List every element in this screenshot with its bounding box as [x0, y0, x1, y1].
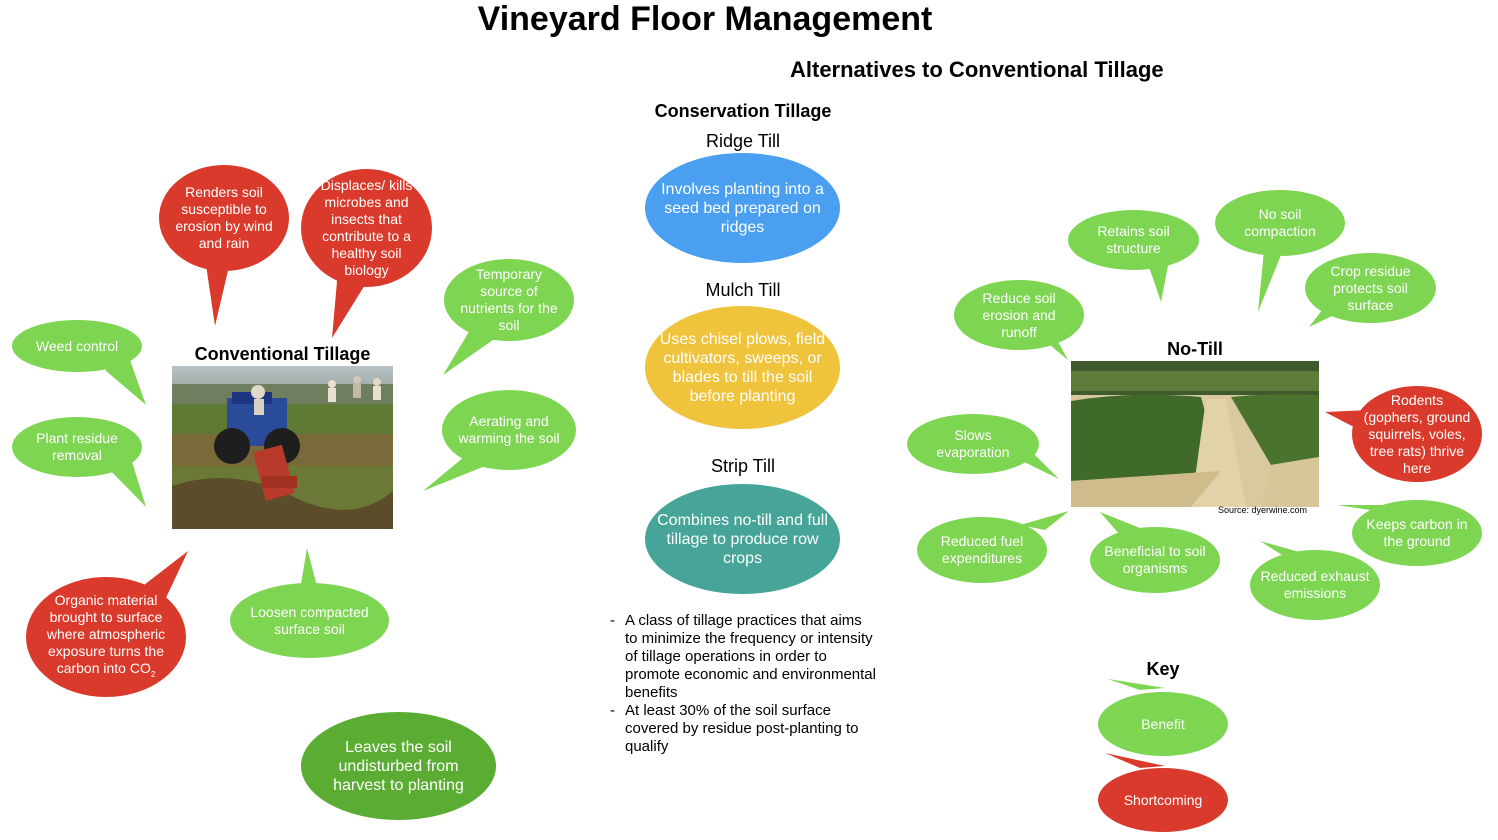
organic-material-bubble: Organic material brought to surface wher…	[26, 577, 186, 697]
no-compaction-bubble: No soil compaction	[1215, 190, 1345, 256]
vineyard-photo	[1071, 361, 1319, 507]
page-subtitle: Alternatives to Conventional Tillage	[790, 57, 1164, 82]
keeps-carbon-bubble: Keeps carbon in the ground	[1352, 500, 1482, 566]
aerating-warming-bubble: Aerating and warming the soil	[442, 390, 576, 470]
key-shortcoming: Shortcoming	[1098, 768, 1228, 832]
no-till-heading: No-Till	[1167, 339, 1223, 359]
strip-till-heading: Strip Till	[710, 456, 775, 476]
reduced-exhaust-bubble: Reduced exhaust emissions	[1250, 550, 1380, 620]
conservation-notes: A class of tillage practices that aims t…	[608, 612, 878, 756]
erosion-bubble: Renders soil susceptible to erosion by w…	[159, 165, 289, 271]
conservation-tillage-heading: Conservation Tillage	[654, 101, 832, 121]
key-heading: Key	[1146, 659, 1180, 679]
reduced-fuel-bubble: Reduced fuel expenditures	[917, 517, 1047, 583]
key-benefit: Benefit	[1098, 692, 1228, 756]
conventional-tillage-heading: Conventional Tillage	[194, 344, 371, 364]
photo-source: Source: dyerwine.com	[1218, 505, 1308, 515]
beneficial-organisms-bubble: Beneficial to soil organisms	[1090, 527, 1220, 593]
temporary-nutrients-bubble: Temporary source of nutrients for the so…	[444, 259, 574, 341]
retains-structure-bubble: Retains soil structure	[1068, 210, 1199, 270]
reduce-erosion-bubble: Reduce soil erosion and runoff	[954, 280, 1084, 350]
loosen-soil-bubble: Loosen compacted surface soil	[230, 583, 389, 658]
crop-residue-bubble: Crop residue protects soil surface	[1305, 253, 1436, 323]
ridge-till-heading: Ridge Till	[705, 131, 781, 151]
rodents-bubble: Rodents (gophers, ground squirrels, vole…	[1352, 386, 1482, 482]
ridge-till-bubble: Involves planting into a seed bed prepar…	[645, 153, 840, 263]
note-item: A class of tillage practices that aims t…	[608, 612, 878, 702]
weed-control-bubble: Weed control	[12, 320, 142, 372]
tractor-photo	[172, 366, 393, 529]
displaces-microbes-bubble: Displaces/ kills microbes and insects th…	[301, 169, 432, 287]
page-title: Vineyard Floor Management	[477, 0, 933, 38]
strip-till-bubble: Combines no-till and full tillage to pro…	[645, 484, 840, 594]
note-item: At least 30% of the soil surface covered…	[608, 702, 878, 756]
slows-evaporation-bubble: Slows evaporation	[907, 414, 1039, 474]
leaves-soil-undisturbed-bubble: Leaves the soil undisturbed from harvest…	[301, 712, 496, 820]
mulch-till-bubble: Uses chisel plows, field cultivators, sw…	[645, 306, 840, 429]
plant-residue-removal-bubble: Plant residue removal	[12, 417, 142, 477]
mulch-till-heading: Mulch Till	[705, 280, 781, 300]
